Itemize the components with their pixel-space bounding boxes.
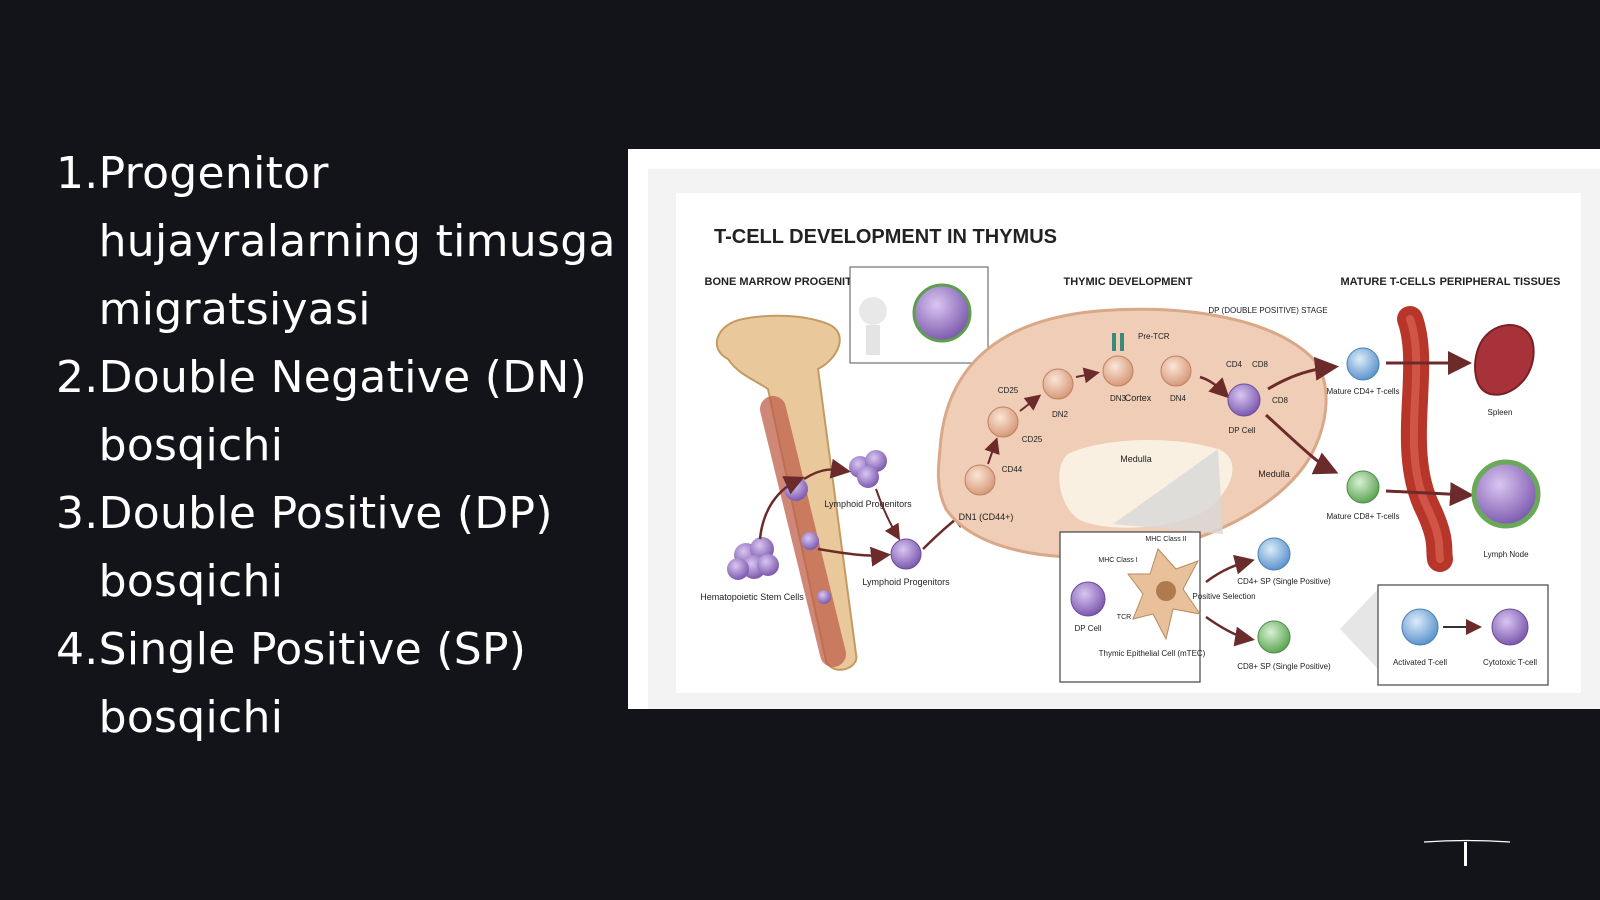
list-item: 2. Double Negative (DN) bosqichi bbox=[56, 344, 616, 480]
list-item: 3. Double Positive (DP) bosqichi bbox=[56, 480, 616, 616]
list-number: 2. bbox=[56, 352, 99, 403]
label-cd4: CD4 bbox=[1226, 360, 1243, 369]
label-medulla-2: Medulla bbox=[1258, 469, 1290, 479]
label-spleen: Spleen bbox=[1488, 408, 1513, 417]
lymph-node-icon bbox=[1471, 459, 1541, 529]
label-positive-selection: Positive Selection bbox=[1192, 592, 1255, 601]
tcell-diagram: T-CELL DEVELOPMENT IN THYMUS BONE MARROW… bbox=[648, 169, 1600, 709]
label-lymphoid-2: Lymphoid Progenitors bbox=[862, 577, 950, 587]
diagram-title: T-CELL DEVELOPMENT IN THYMUS bbox=[714, 226, 1057, 248]
section-bone-marrow: BONE MARROW PROGENITORS bbox=[705, 276, 876, 288]
dn4-cell-icon bbox=[1160, 355, 1192, 387]
list-number: 4. bbox=[56, 624, 99, 675]
label-cd8-a: CD8 bbox=[1252, 360, 1269, 369]
label-dn3: DN3 bbox=[1110, 394, 1127, 403]
lymphoid-cluster-icon bbox=[849, 450, 887, 488]
label-hsc: Hematopoietic Stem Cells bbox=[700, 592, 804, 602]
hsc-cluster-icon bbox=[727, 537, 779, 580]
label-dp-cell-1: DP Cell bbox=[1229, 426, 1256, 435]
label-mhc1: MHC Class I bbox=[1098, 557, 1137, 564]
list-number: 1. bbox=[56, 148, 99, 199]
dp-cell-icon bbox=[1227, 383, 1261, 417]
section-mature: MATURE T-CELLS bbox=[1340, 276, 1435, 288]
label-cortex: Cortex bbox=[1125, 393, 1152, 403]
decorative-mark-icon bbox=[1423, 839, 1511, 866]
mature-cd4-cell-icon bbox=[1346, 347, 1380, 381]
stage-list: 1. Progenitor hujayralarning timusga mig… bbox=[56, 140, 616, 752]
section-peripheral: PERIPHERAL TISSUES bbox=[1440, 276, 1561, 288]
dn-cd25-cell-icon bbox=[987, 406, 1019, 438]
list-number: 3. bbox=[56, 488, 99, 539]
label-cytotoxic: Cytotoxic T-cell bbox=[1483, 658, 1537, 667]
label-cd4sp: CD4+ SP (Single Positive) bbox=[1237, 577, 1331, 586]
activated-cell-icon bbox=[1401, 608, 1439, 646]
dn1-cell-icon bbox=[964, 464, 996, 496]
label-lymphoid-1: Lymphoid Progenitors bbox=[824, 499, 912, 509]
thymus-inset-icon bbox=[912, 283, 972, 343]
spleen-icon bbox=[1474, 324, 1535, 396]
label-tcr: TCR bbox=[1117, 614, 1131, 621]
label-cd8-b: CD8 bbox=[1272, 396, 1289, 405]
body-figure-icon bbox=[859, 297, 887, 325]
label-activated: Activated T-cell bbox=[1393, 658, 1447, 667]
list-item: 4. Single Positive (SP) bosqichi bbox=[56, 616, 616, 752]
label-cd8sp: CD8+ SP (Single Positive) bbox=[1237, 662, 1331, 671]
dn2-cell-icon bbox=[1042, 368, 1074, 400]
section-thymic: THYMIC DEVELOPMENT bbox=[1064, 276, 1193, 288]
label-tec: Thymic Epithelial Cell (mTEC) bbox=[1099, 649, 1206, 658]
list-item: 1. Progenitor hujayralarning timusga mig… bbox=[56, 140, 616, 344]
label-cd25-a: CD25 bbox=[998, 386, 1019, 395]
lymphoid-cell-icon bbox=[890, 538, 922, 570]
label-dp-stage: DP (DOUBLE POSITIVE) STAGE bbox=[1208, 306, 1327, 315]
label-dn1: DN1 (CD44+) bbox=[959, 512, 1014, 522]
label-cd25-b: CD25 bbox=[1022, 435, 1043, 444]
label-medulla-1: Medulla bbox=[1120, 454, 1152, 464]
cd4-sp-cell-icon bbox=[1257, 537, 1291, 571]
diagram-image: T-CELL DEVELOPMENT IN THYMUS BONE MARROW… bbox=[628, 149, 1600, 709]
bone-icon bbox=[716, 314, 858, 671]
cd8-sp-cell-icon bbox=[1257, 620, 1291, 654]
thymus-lobe-icon bbox=[936, 307, 1328, 559]
dn3-cell-icon bbox=[1102, 355, 1134, 387]
list-text: Double Positive (DP) bosqichi bbox=[98, 488, 553, 607]
dp-cell-2-icon bbox=[1070, 581, 1106, 617]
label-cd44: CD44 bbox=[1002, 465, 1023, 474]
list-text: Double Negative (DN) bosqichi bbox=[98, 352, 588, 471]
label-dn4: DN4 bbox=[1170, 394, 1187, 403]
label-mature-cd4: Mature CD4+ T-cells bbox=[1327, 387, 1400, 396]
list-text: Progenitor hujayralarning timusga migrat… bbox=[98, 148, 616, 335]
cytotoxic-cell-icon bbox=[1491, 608, 1529, 646]
label-dn2: DN2 bbox=[1052, 410, 1069, 419]
label-mature-cd8: Mature CD8+ T-cells bbox=[1327, 512, 1400, 521]
label-pretcr: Pre-TCR bbox=[1138, 332, 1170, 341]
mature-cd8-cell-icon bbox=[1346, 470, 1380, 504]
list-text: Single Positive (SP) bosqichi bbox=[98, 624, 527, 743]
label-lymph-node: Lymph Node bbox=[1483, 550, 1529, 559]
label-dp-cell-2: DP Cell bbox=[1075, 624, 1102, 633]
label-mhc2: MHC Class II bbox=[1145, 536, 1186, 543]
